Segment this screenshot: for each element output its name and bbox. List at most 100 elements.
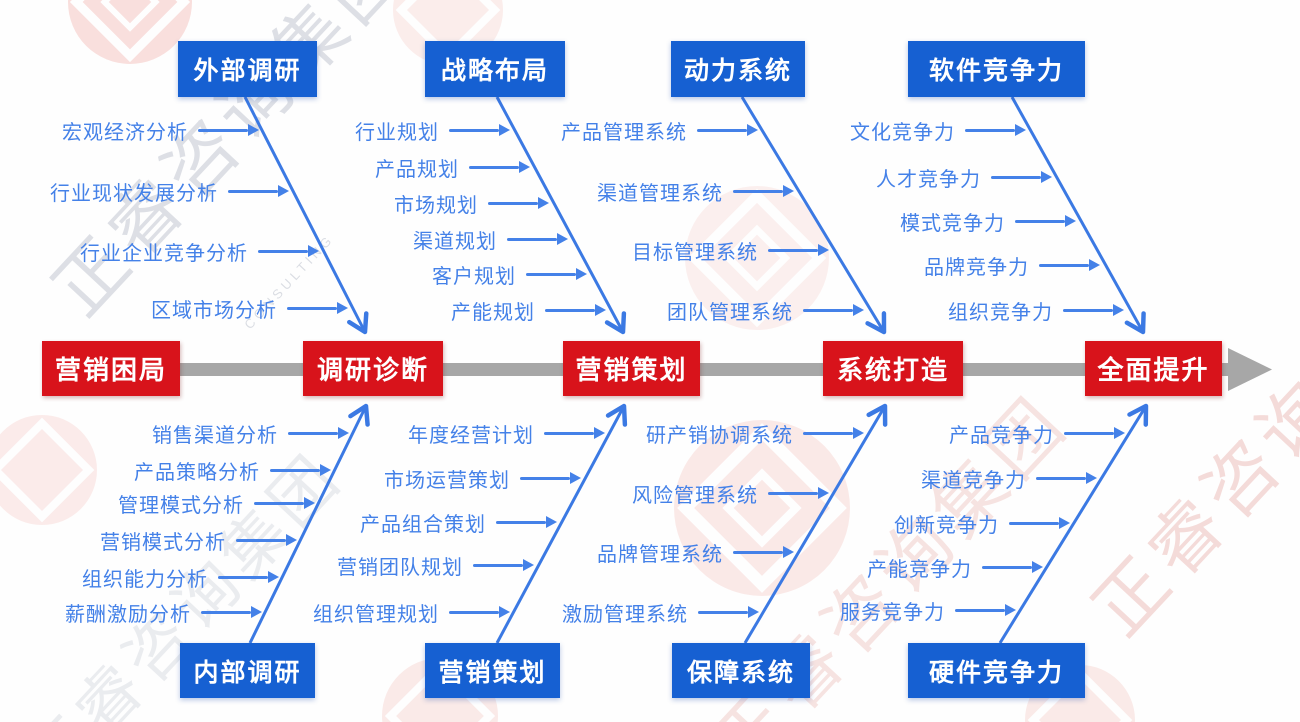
branch-item-label: 产能规划 — [451, 301, 535, 324]
branch-item: 市场规划 — [394, 189, 549, 217]
item-arrow-head-icon — [546, 516, 557, 528]
spine-node-4: 全面提升 — [1085, 341, 1222, 396]
item-arrow-head-icon — [783, 185, 794, 197]
branch-item-label: 品牌管理系统 — [597, 543, 723, 566]
branch-item: 产能竞争力 — [867, 553, 1043, 581]
branch-item: 产品组合策划 — [360, 508, 557, 536]
item-arrow-shaft — [218, 575, 268, 579]
item-arrow-shaft — [228, 189, 278, 193]
branch-item-label: 行业企业竞争分析 — [80, 242, 248, 265]
item-arrow-head-icon — [286, 534, 297, 546]
item-arrow-head-icon — [1059, 517, 1070, 529]
item-arrow-shaft — [544, 431, 594, 435]
branch-item: 模式竞争力 — [900, 207, 1076, 235]
branch-item: 行业现状发展分析 — [50, 177, 289, 205]
branch-item-label: 客户规划 — [432, 265, 516, 288]
branch-item: 市场运营策划 — [384, 464, 581, 492]
branch-item: 营销团队规划 — [337, 551, 534, 579]
item-arrow-shaft — [1036, 476, 1086, 480]
branch-item: 行业规划 — [355, 116, 510, 144]
branch-item-label: 营销模式分析 — [100, 531, 226, 554]
branch-item: 人才竞争力 — [876, 163, 1052, 191]
item-arrow-head-icon — [853, 427, 864, 439]
bottom-branch-box-1: 营销策划 — [425, 643, 560, 698]
item-arrow-head-icon — [1005, 604, 1016, 616]
item-arrow-head-icon — [1065, 215, 1076, 227]
branch-item-label: 创新竞争力 — [894, 514, 999, 537]
branch-item-label: 渠道规划 — [413, 230, 497, 253]
rib-bottom-1 — [248, 403, 370, 644]
branch-item-label: 组织能力分析 — [82, 568, 208, 591]
item-arrow-shaft — [697, 128, 747, 132]
item-arrow-head-icon — [818, 487, 829, 499]
branch-item: 目标管理系统 — [632, 236, 829, 264]
item-arrow-shaft — [287, 306, 337, 310]
item-arrow-head-icon — [1086, 472, 1097, 484]
item-arrow-head-icon — [747, 124, 758, 136]
item-arrow-shaft — [1009, 521, 1059, 525]
item-arrow-head-icon — [595, 304, 606, 316]
item-arrow-head-icon — [337, 302, 348, 314]
watermark-logo-icon — [685, 186, 829, 330]
watermark-logo-icon — [68, 0, 192, 64]
item-arrow-head-icon — [248, 124, 259, 136]
branch-item-label: 风险管理系统 — [632, 484, 758, 507]
branch-item-label: 团队管理系统 — [667, 301, 793, 324]
rib-bottom-4 — [998, 403, 1149, 644]
item-arrow-shaft — [258, 249, 308, 253]
branch-item: 产品竞争力 — [949, 419, 1125, 447]
item-arrow-shaft — [488, 201, 538, 205]
branch-item: 产品策略分析 — [134, 456, 331, 484]
rib-top-3 — [740, 96, 887, 335]
branch-item-label: 营销团队规划 — [337, 556, 463, 579]
item-arrow-head-icon — [251, 606, 262, 618]
item-arrow-shaft — [1064, 431, 1114, 435]
branch-item: 区域市场分析 — [151, 294, 348, 322]
top-branch-box-1: 战略布局 — [425, 41, 565, 97]
branch-item-label: 市场规划 — [394, 194, 478, 217]
branch-item-label: 人才竞争力 — [876, 168, 981, 191]
item-arrow-shaft — [507, 237, 557, 241]
branch-item-label: 激励管理系统 — [562, 603, 688, 626]
item-arrow-head-icon — [1015, 124, 1026, 136]
branch-item: 客户规划 — [432, 260, 587, 288]
branch-item: 宏观经济分析 — [62, 116, 259, 144]
item-arrow-head-icon — [320, 464, 331, 476]
item-arrow-head-icon — [338, 427, 349, 439]
branch-item-label: 行业规划 — [355, 121, 439, 144]
item-arrow-shaft — [236, 538, 286, 542]
branch-item-label: 渠道管理系统 — [597, 182, 723, 205]
item-arrow-shaft — [201, 610, 251, 614]
item-arrow-shaft — [526, 272, 576, 276]
item-arrow-shaft — [991, 175, 1041, 179]
item-arrow-head-icon — [818, 244, 829, 256]
rib-bottom-2 — [495, 403, 628, 644]
item-arrow-head-icon — [853, 304, 864, 316]
branch-item: 年度经营计划 — [408, 419, 605, 447]
branch-item: 薪酬激励分析 — [65, 598, 262, 626]
item-arrow-head-icon — [523, 559, 534, 571]
branch-item: 组织能力分析 — [82, 563, 279, 591]
item-arrow-shaft — [198, 128, 248, 132]
item-arrow-head-icon — [1089, 259, 1100, 271]
branch-item-label: 目标管理系统 — [632, 241, 758, 264]
item-arrow-head-icon — [499, 606, 510, 618]
branch-item-label: 产品规划 — [375, 158, 459, 181]
spine-node-3: 系统打造 — [823, 341, 963, 396]
top-branch-box-2: 动力系统 — [671, 41, 805, 97]
branch-item: 销售渠道分析 — [152, 419, 349, 447]
branch-item-label: 宏观经济分析 — [62, 121, 188, 144]
item-arrow-shaft — [965, 128, 1015, 132]
item-arrow-head-icon — [538, 197, 549, 209]
rib-top-1 — [243, 96, 369, 335]
branch-item-label: 产品策略分析 — [134, 461, 260, 484]
branch-item: 渠道管理系统 — [597, 177, 794, 205]
branch-item: 品牌管理系统 — [597, 538, 794, 566]
item-arrow-shaft — [733, 189, 783, 193]
item-arrow-head-icon — [557, 233, 568, 245]
branch-item-label: 品牌竞争力 — [924, 256, 1029, 279]
item-arrow-head-icon — [594, 427, 605, 439]
bottom-branch-box-3: 硬件竞争力 — [908, 643, 1085, 698]
branch-item: 研产销协调系统 — [646, 419, 864, 447]
rib-bottom-3 — [743, 403, 888, 644]
